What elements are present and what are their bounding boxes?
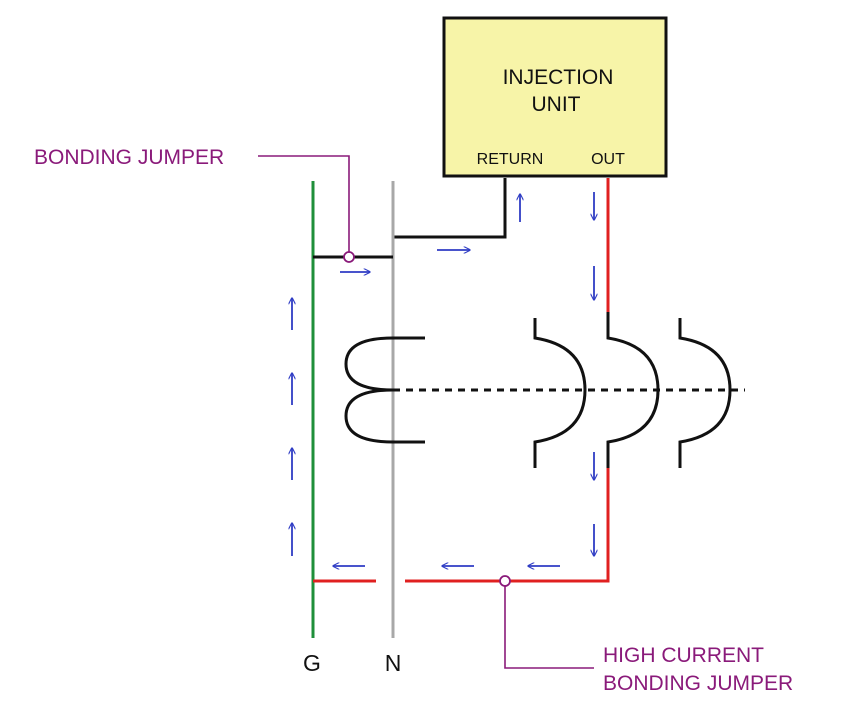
transformer-winding-3	[678, 318, 732, 468]
bonding-jumper-leader	[258, 155, 350, 252]
bonding-jumper-label: BONDING JUMPER	[34, 146, 224, 169]
out-terminal-label: OUT	[591, 151, 625, 168]
injection-unit-box	[442, 16, 668, 178]
neutral-label: N	[385, 650, 402, 676]
current-flow-arrows	[292, 192, 594, 566]
high-current-label-line1: HIGH CURRENT	[603, 644, 764, 667]
bonding-jumper-marker	[343, 251, 355, 263]
high-current-label-line2: BONDING JUMPER	[603, 672, 793, 695]
transformer-winding-2	[606, 312, 660, 468]
injection-unit-title-line1: INJECTION	[503, 66, 614, 89]
transformer-winding-1	[533, 318, 587, 468]
high-current-bonding-jumper-marker	[499, 575, 511, 587]
high-current-return-path	[405, 468, 610, 583]
return-terminal-label: RETURN	[477, 151, 544, 168]
ground-label: G	[303, 650, 321, 676]
return-wire	[394, 178, 507, 239]
transformer-coil	[344, 336, 425, 444]
high-current-bonding-jumper-leader	[504, 586, 594, 669]
injection-unit-title-line2: UNIT	[532, 93, 581, 116]
